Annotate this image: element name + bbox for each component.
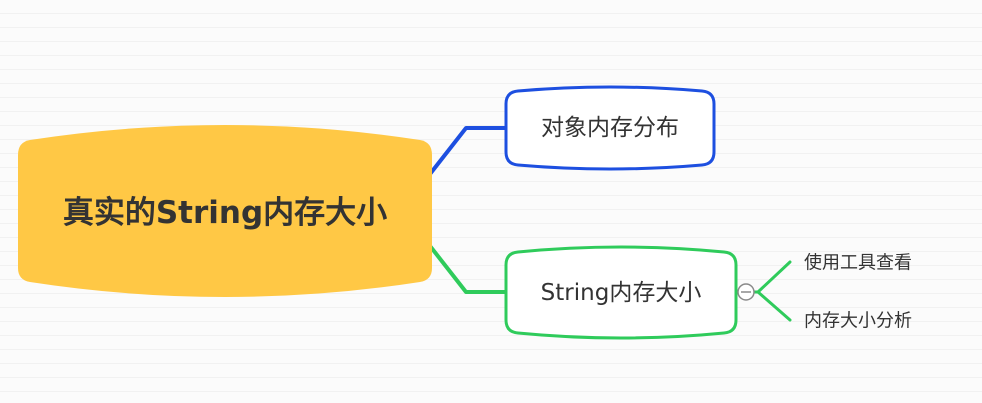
- branch-node-string-memory[interactable]: String内存大小: [504, 245, 738, 340]
- collapse-toggle-button[interactable]: [737, 283, 755, 301]
- connector-branch-2-to-child-2: [756, 290, 792, 322]
- connector-root-to-branch-1: [428, 126, 508, 176]
- root-node-label: 真实的String内存大小: [63, 195, 387, 231]
- child-node-size-analysis-label[interactable]: 内存大小分析: [804, 311, 912, 332]
- branch-node-object-memory-label: 对象内存分布: [541, 115, 679, 141]
- root-node-shape: [18, 125, 432, 297]
- connector-branch-2-to-child-1: [756, 260, 792, 294]
- branch-node-string-memory-shape: [504, 245, 738, 340]
- root-node[interactable]: 真实的String内存大小: [18, 125, 432, 297]
- child-node-tool-view-label[interactable]: 使用工具查看: [804, 253, 912, 274]
- branch-node-object-memory[interactable]: 对象内存分布: [504, 85, 716, 171]
- connector-root-to-branch-2: [428, 244, 508, 294]
- branch-node-object-memory-shape: [504, 85, 716, 171]
- branch-node-string-memory-label: String内存大小: [541, 280, 702, 306]
